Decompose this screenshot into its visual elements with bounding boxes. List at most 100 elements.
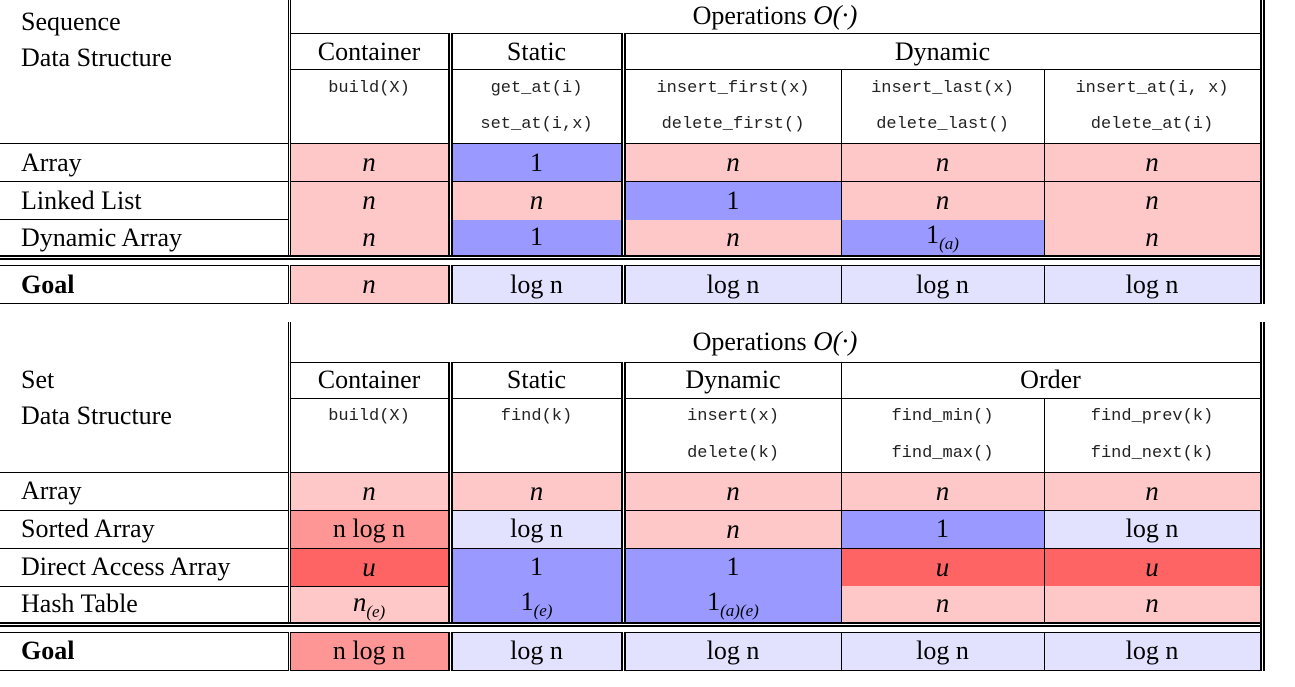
op-blank	[287, 106, 450, 144]
op-insert-at: insert_at(i, x)	[1043, 69, 1262, 107]
set-cell-hash-insert: 1(a)(e)	[620, 586, 841, 627]
op-delete-at: delete_at(i)	[1043, 106, 1262, 144]
cell-ll-insert-at: n	[1043, 181, 1262, 220]
cell-ll-get: n	[447, 181, 623, 220]
group-dynamic: Dynamic	[620, 33, 1262, 70]
set-group-static: Static	[447, 362, 623, 399]
set-operations-title: Operations	[692, 327, 814, 357]
set-op-insert: insert(x)	[620, 398, 841, 435]
operations-title: Operations	[692, 1, 814, 30]
sequence-label-line2: Data Structure	[21, 43, 172, 72]
set-cell-hash-insert-note: (a)(e)	[720, 600, 759, 620]
set-op-find-prev: find_prev(k)	[1043, 398, 1262, 435]
set-cell-goal-build: n log n	[287, 631, 450, 671]
set-op-blank-1	[287, 435, 450, 473]
set-label-line2: Data Structure	[21, 401, 172, 430]
set-group-order: Order	[840, 362, 1262, 399]
operations-symbol: O(·)	[813, 0, 858, 30]
set-row-label-goal: Goal	[0, 631, 289, 671]
cell-da-insert-last-note: (a)	[939, 234, 959, 254]
set-cell-daa-build: u	[287, 548, 450, 587]
set-row-label-hash-table: Hash Table	[0, 586, 289, 627]
cell-goal-insert-first: log n	[620, 265, 841, 304]
row-label-array: Array	[0, 143, 289, 182]
set-op-delete: delete(k)	[620, 435, 841, 473]
set-op-find-max: find_max()	[840, 435, 1044, 473]
op-insert-first: insert_first(x)	[620, 69, 841, 107]
set-row-label-direct-access: Direct Access Array	[0, 548, 289, 587]
cell-ll-build: n	[287, 181, 450, 220]
group-container: Container	[287, 33, 450, 70]
set-group-container: Container	[287, 362, 450, 399]
set-cell-hash-build-value: n	[352, 586, 367, 617]
set-op-find-min: find_min()	[840, 398, 1044, 435]
set-cell-daa-find-prev: u	[1043, 548, 1262, 586]
set-right-border	[1259, 322, 1295, 670]
cell-goal-insert-last: log n	[840, 265, 1044, 304]
set-cell-goal-find: log n	[447, 631, 623, 671]
set-cell-hash-find-value: 1	[520, 586, 534, 616]
cell-da-insert-last-value: 1	[926, 220, 940, 250]
set-table: Set Data Structure Operations O(·) Conta…	[0, 322, 1295, 671]
set-label-line1: Set	[21, 365, 55, 394]
set-table-label: Set Data Structure	[0, 322, 289, 473]
op-delete-first: delete_first()	[620, 106, 841, 144]
set-operations-header: Operations O(·)	[287, 322, 1262, 363]
cell-goal-insert-at: log n	[1043, 265, 1262, 304]
op-set-at: set_at(i,x)	[447, 106, 623, 144]
set-op-find-next: find_next(k)	[1043, 435, 1262, 473]
cell-array-get: 1	[447, 143, 623, 182]
cell-goal-get: log n	[447, 265, 623, 304]
set-cell-array-find-min: n	[840, 472, 1044, 511]
set-row-label-array: Array	[0, 472, 289, 511]
cell-array-insert-first: n	[620, 143, 841, 182]
set-cell-hash-insert-value: 1	[707, 586, 721, 616]
set-cell-sorted-build: n log n	[287, 510, 450, 549]
cell-da-build: n	[287, 219, 450, 260]
set-cell-hash-find-note: (e)	[533, 600, 553, 620]
set-cell-array-find: n	[447, 472, 623, 511]
set-cell-goal-find-prev: log n	[1043, 631, 1262, 671]
group-static: Static	[447, 33, 623, 70]
cell-da-insert-last: 1(a)	[840, 219, 1044, 260]
set-cell-hash-build: n(e)	[287, 586, 450, 627]
row-label-goal: Goal	[0, 265, 289, 304]
op-insert-last: insert_last(x)	[840, 69, 1044, 107]
set-cell-hash-find: 1(e)	[447, 586, 623, 627]
cell-array-insert-last: n	[840, 143, 1044, 182]
section-gap	[0, 258, 1262, 266]
set-cell-goal-find-min: log n	[840, 631, 1044, 671]
set-cell-sorted-insert: n	[620, 510, 841, 549]
op-build: build(X)	[287, 69, 450, 107]
set-row-label-sorted-array: Sorted Array	[0, 510, 289, 549]
sequence-table-label: Sequence Data Structure	[0, 0, 289, 144]
right-border	[1259, 0, 1295, 304]
set-cell-goal-insert: log n	[620, 631, 841, 671]
cell-array-insert-at: n	[1043, 143, 1262, 182]
cell-da-get: 1	[447, 219, 623, 260]
set-op-blank-2	[447, 435, 623, 473]
sequence-label-line1: Sequence	[21, 7, 121, 36]
set-cell-array-find-prev: n	[1043, 472, 1262, 511]
operations-header: Operations O(·)	[287, 0, 1262, 34]
set-cell-daa-find-min: u	[840, 548, 1044, 586]
set-cell-daa-find: 1	[447, 548, 623, 586]
row-label-dynamic-array: Dynamic Array	[0, 219, 289, 260]
cell-da-insert-first: n	[620, 219, 841, 260]
op-delete-last: delete_last()	[840, 106, 1044, 144]
set-cell-hash-build-note: (e)	[366, 601, 386, 621]
cell-goal-build: n	[287, 265, 450, 304]
set-cell-hash-find-min: n	[840, 586, 1044, 627]
row-label-linked-list: Linked List	[0, 181, 289, 220]
set-cell-sorted-find: log n	[447, 510, 623, 549]
set-cell-sorted-find-prev: log n	[1043, 510, 1262, 549]
set-cell-sorted-find-min: 1	[840, 510, 1044, 549]
set-cell-array-insert: n	[620, 472, 841, 511]
set-group-dynamic: Dynamic	[620, 362, 841, 399]
set-cell-hash-find-prev: n	[1043, 586, 1262, 627]
cell-array-build: n	[287, 143, 450, 182]
set-op-find: find(k)	[447, 398, 623, 435]
set-operations-symbol: O(·)	[813, 326, 858, 357]
set-op-build: build(X)	[287, 398, 450, 435]
set-cell-array-build: n	[287, 472, 450, 511]
